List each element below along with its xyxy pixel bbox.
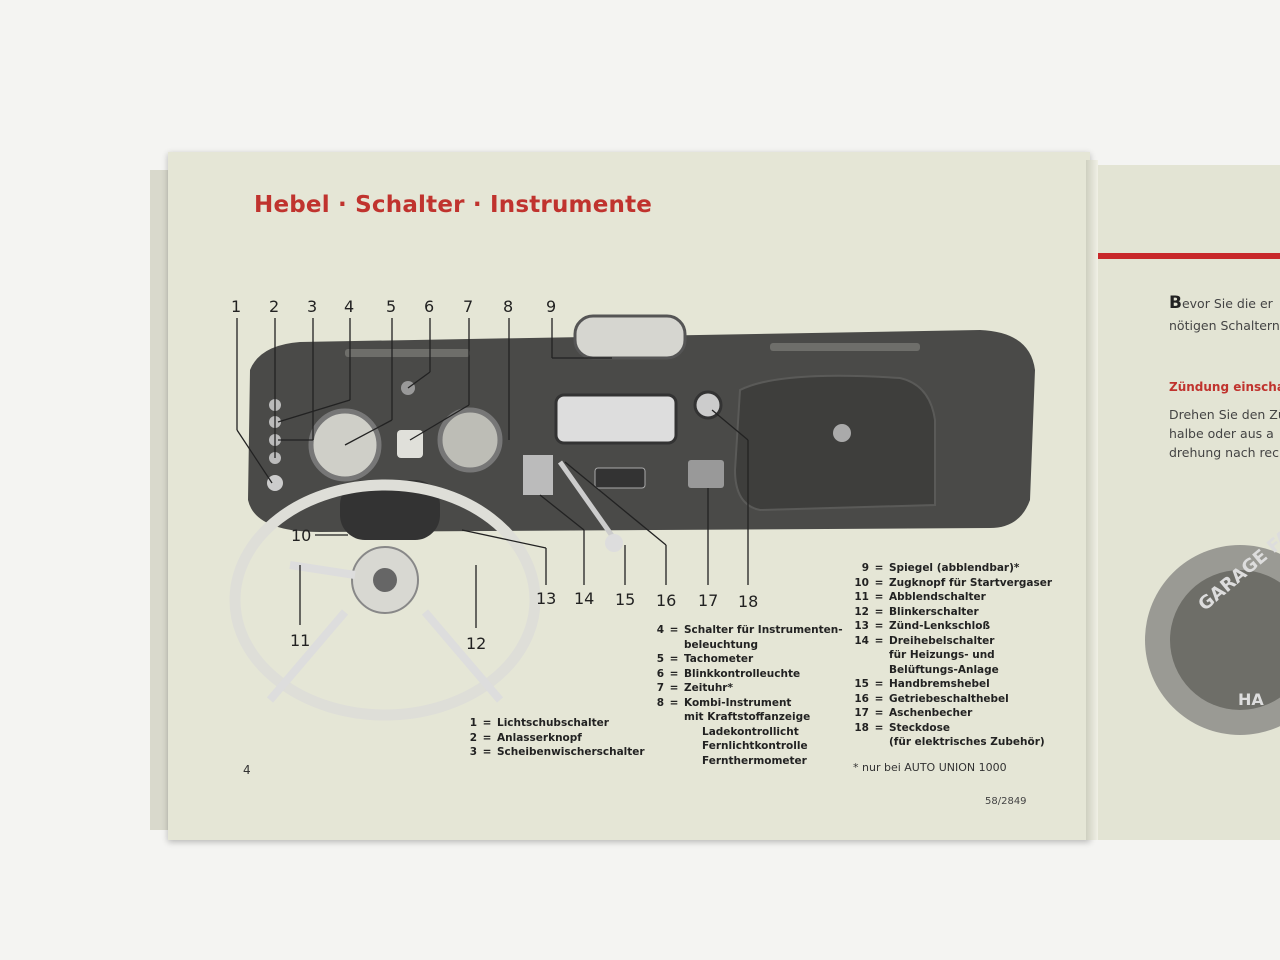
- radio-grille: [554, 393, 678, 445]
- steering-wheel: [229, 479, 541, 721]
- legend-group-1: 1=Lichtschubschalter 2=Anlasserknopf 3=S…: [469, 717, 645, 758]
- callout-number: 15: [615, 590, 636, 609]
- glove-box-lock: [833, 424, 851, 442]
- callout-number: 12: [466, 634, 487, 653]
- red-rule: [1098, 253, 1280, 259]
- emblem-plate: [594, 467, 646, 489]
- clock: [397, 430, 423, 458]
- heater-levers: [523, 455, 553, 495]
- callout-number: 9: [546, 297, 557, 316]
- callout-number: 8: [503, 297, 514, 316]
- rear-view-mirror: [573, 314, 687, 360]
- callout-number: 4: [344, 297, 355, 316]
- callout-number: 5: [386, 297, 397, 316]
- body-text: Drehen Sie den Zü: [1169, 407, 1280, 422]
- callout-number: 6: [424, 297, 435, 316]
- intro-text: Bevor Sie die er: [1169, 293, 1273, 313]
- section-heading: Zündung einschalt: [1169, 380, 1280, 394]
- callout-number: 7: [463, 297, 474, 316]
- page-title: Hebel · Schalter · Instrumente: [254, 192, 653, 218]
- steering-column: [340, 480, 440, 540]
- callout-number: 1: [231, 297, 242, 316]
- callout-number: 14: [574, 589, 595, 608]
- callout-number: 10: [291, 526, 312, 545]
- defroster-vent: [770, 343, 920, 351]
- horn-emblem: [373, 568, 397, 592]
- knob: [267, 475, 283, 491]
- legend-group-3: 9=Spiegel (abblendbar)* 10=Zugknopf für …: [854, 562, 1053, 748]
- book-spine: [1086, 160, 1098, 840]
- callout-number: 18: [738, 592, 759, 611]
- defroster-vent: [345, 349, 470, 357]
- gear-lever: [557, 460, 618, 542]
- callout-leader-lines: [236, 318, 749, 628]
- callout-number: 17: [698, 591, 719, 610]
- callout-number: 2: [269, 297, 280, 316]
- body-text: halbe oder aus a: [1169, 426, 1274, 441]
- combi-instrument: [437, 407, 503, 473]
- footnote: * nur bei AUTO UNION 1000: [853, 761, 1007, 774]
- badge-lettering: HA: [1238, 690, 1264, 709]
- glove-box: [733, 374, 936, 512]
- callout-number: 13: [536, 589, 557, 608]
- callout-number: 11: [290, 631, 311, 650]
- callout-number: 3: [307, 297, 318, 316]
- body-text: drehung nach rec: [1169, 445, 1279, 460]
- page-number: 4: [243, 763, 251, 777]
- ashtray: [688, 460, 724, 488]
- callout-number: 16: [656, 591, 677, 610]
- print-code: 58/2849: [985, 796, 1027, 807]
- legend-group-2: 4=Schalter für Instrumenten- beleuchtung…: [656, 624, 843, 767]
- intro-text: nötigen Schaltern,: [1169, 318, 1280, 333]
